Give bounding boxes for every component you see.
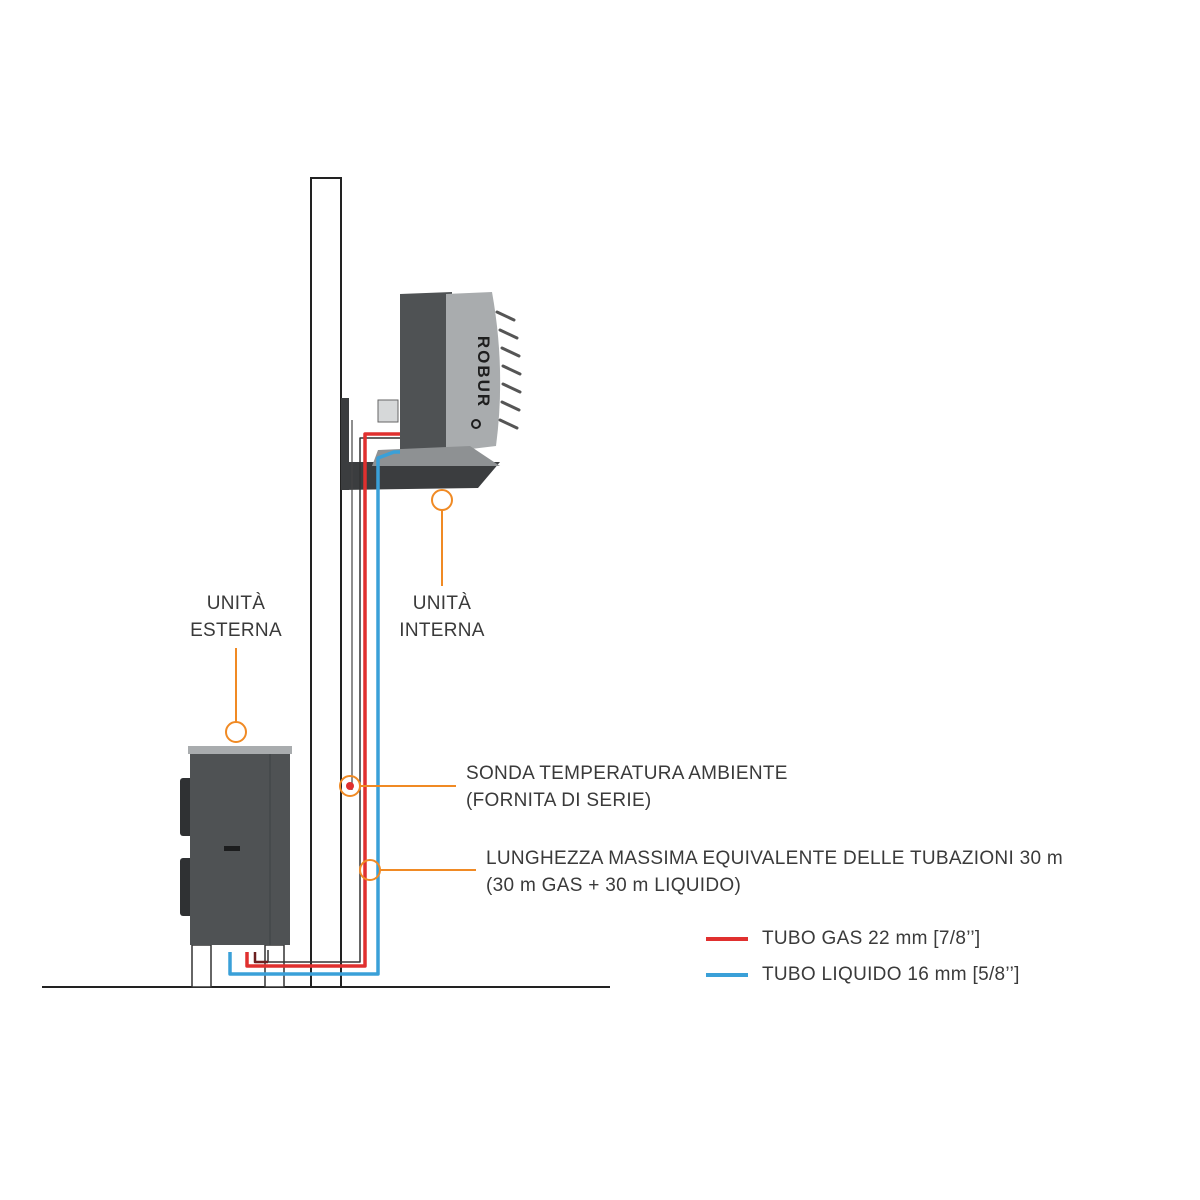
wall: [310, 177, 342, 988]
outdoor-unit-foot-left: [191, 944, 212, 988]
label-indoor-unit-line2: INTERNA: [399, 620, 485, 641]
label-outdoor-unit: UNITÀ ESTERNA: [176, 590, 296, 644]
pipe-gas-outline: [267, 437, 400, 963]
electrical-box: [377, 399, 399, 423]
legend-swatch-gas: [706, 937, 748, 941]
legend-item-liquid: TUBO LIQUIDO 16 mm [5/8’’]: [706, 964, 1020, 986]
outdoor-unit: [180, 746, 292, 988]
label-max-length-line2: (30 m GAS + 30 m LIQUIDO): [486, 875, 742, 896]
brand-logo-mark: [471, 419, 481, 429]
legend-swatch-liquid: [706, 973, 748, 977]
pipe-gas: [245, 432, 400, 968]
wall-bracket: [341, 398, 349, 490]
label-outdoor-unit-line1: UNITÀ: [206, 593, 266, 614]
label-ambient-probe-line2: (FORNITA DI SERIE): [466, 790, 652, 811]
callout-indoor-marker: [431, 489, 453, 511]
label-indoor-unit: UNITÀ INTERNA: [382, 590, 502, 644]
legend-label-gas: TUBO GAS 22 mm [7/8’’]: [762, 928, 981, 949]
label-indoor-unit-line1: UNITÀ: [412, 593, 472, 614]
indoor-unit-back: [400, 292, 452, 452]
callouts: [225, 489, 476, 881]
legend-label-liquid: TUBO LIQUIDO 16 mm [5/8’’]: [762, 964, 1020, 985]
indoor-unit-base: [372, 446, 500, 466]
outdoor-unit-top: [188, 746, 292, 754]
mounting-shelf: [341, 462, 500, 490]
brand-logo: ROBUR: [474, 336, 493, 408]
label-ambient-probe: SONDA TEMPERATURA AMBIENTE (FORNITA DI S…: [466, 760, 788, 814]
callout-outdoor-marker: [225, 721, 247, 743]
label-outdoor-unit-line2: ESTERNA: [190, 620, 282, 641]
label-ambient-probe-line1: SONDA TEMPERATURA AMBIENTE: [466, 763, 788, 784]
indoor-unit-louvres: [495, 310, 522, 430]
pipes: [228, 432, 400, 976]
pipe-liquid: [228, 450, 400, 976]
indoor-unit: ROBUR: [341, 292, 522, 490]
indoor-unit-cover: [446, 292, 501, 452]
legend-item-gas: TUBO GAS 22 mm [7/8’’]: [706, 928, 980, 950]
label-max-length-line1: LUNGHEZZA MASSIMA EQUIVALENTE DELLE TUBA…: [486, 848, 1064, 869]
ambient-probe: [346, 782, 354, 790]
label-max-length: LUNGHEZZA MASSIMA EQUIVALENTE DELLE TUBA…: [486, 845, 1063, 899]
outdoor-unit-handle: [224, 846, 240, 851]
